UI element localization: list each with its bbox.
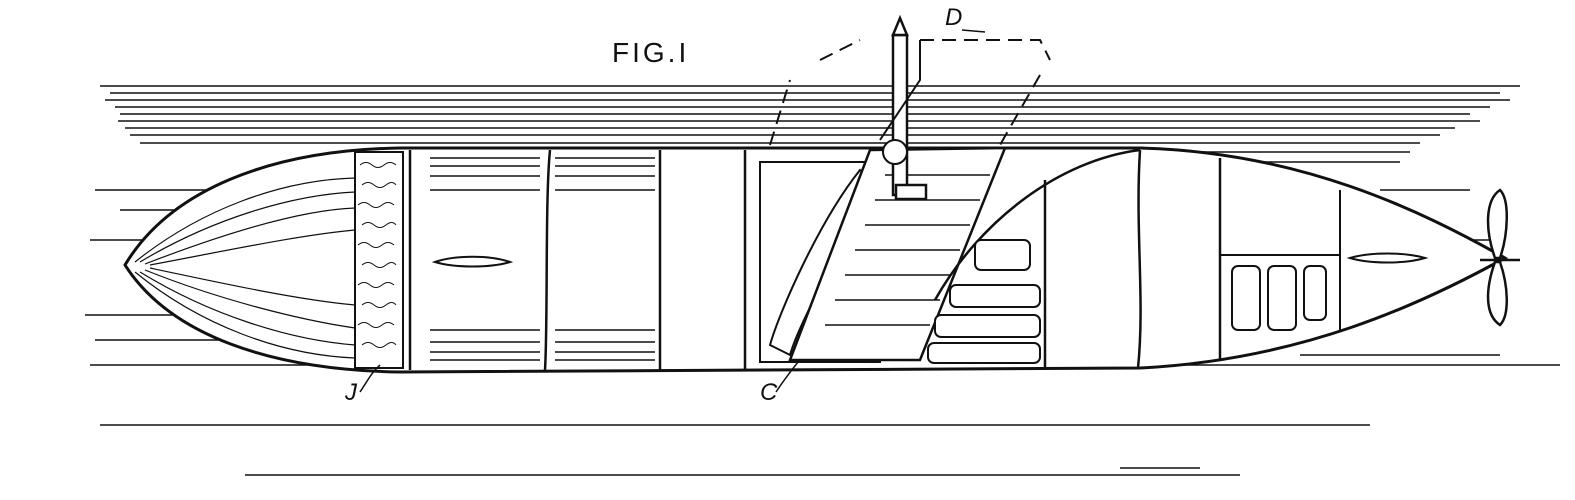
forward-fin: [431, 255, 514, 268]
battery-cells: [927, 239, 1041, 364]
label-c: C: [760, 379, 778, 406]
label-d: D: [945, 4, 962, 31]
label-c-leader: [775, 361, 799, 393]
bulkheads: [408, 149, 1222, 371]
slanted-chamber: [788, 146, 1007, 362]
nose-cone-shading: [134, 177, 356, 359]
figure-title: FIG.I: [612, 37, 689, 68]
air-flask-shading: [430, 157, 655, 361]
rear-fin: [1346, 252, 1429, 264]
hatch-outline-dashed: [769, 39, 1051, 146]
hatch-leader: [879, 40, 921, 141]
propeller: [1480, 188, 1520, 327]
label-d-leader: [961, 29, 986, 33]
mast-valve: [882, 139, 908, 165]
warhead-charge: [354, 151, 404, 369]
chamber-ribs: [825, 174, 990, 326]
rear-cells: [1220, 190, 1341, 331]
water-surface-lines: [100, 85, 1520, 163]
warhead-charge-texture: [357, 162, 397, 348]
water-lines-below: [85, 189, 1560, 476]
label-j: J: [344, 379, 358, 406]
label-j-leader: [359, 364, 381, 393]
rear-compartment-arc: [933, 148, 1141, 301]
